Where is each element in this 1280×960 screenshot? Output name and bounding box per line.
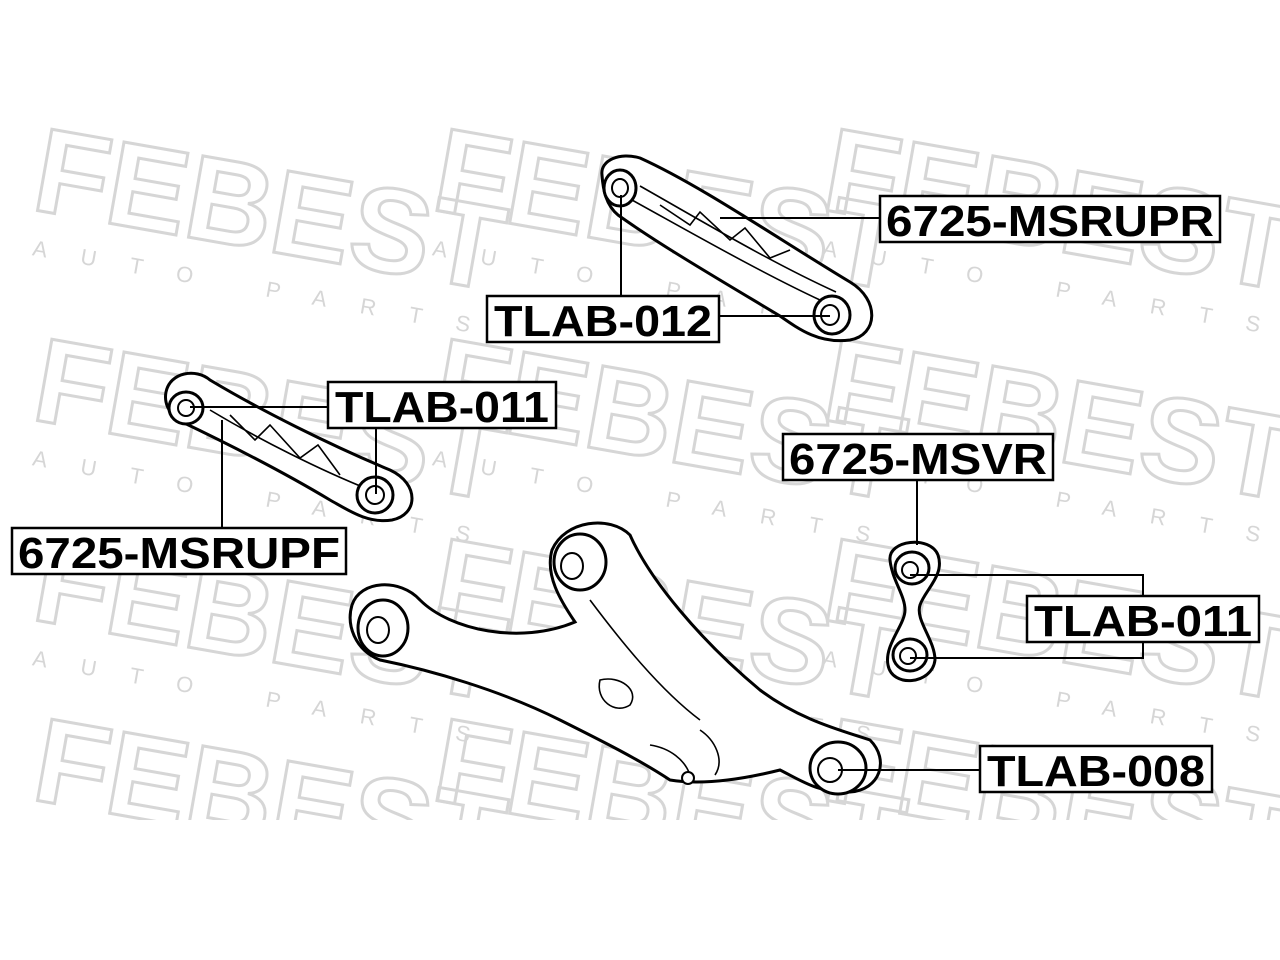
label-tlab-012[interactable]: TLAB-012 xyxy=(485,294,721,346)
label-tlab-008[interactable]: TLAB-008 xyxy=(978,744,1214,796)
label-text: TLAB-012 xyxy=(494,297,712,346)
label-text: 6725-MSVR xyxy=(789,435,1047,484)
label-box xyxy=(326,380,558,430)
label-tlab-011-left[interactable]: TLAB-011 xyxy=(326,380,558,432)
leader-lines xyxy=(190,195,1144,771)
label-box xyxy=(485,294,721,344)
upper-rear-arm-drawing xyxy=(600,154,874,343)
label-box xyxy=(781,432,1055,482)
label-6725-msrupr[interactable]: 6725-MSRUPR xyxy=(878,194,1222,246)
label-text: 6725-MSRUPR xyxy=(886,197,1214,246)
label-text: 6725-MSRUPF xyxy=(18,529,340,578)
bottom-mask xyxy=(0,820,1280,960)
leader-tlab011-right-top xyxy=(910,574,1144,596)
label-tlab-011-right[interactable]: TLAB-011 xyxy=(1025,594,1261,646)
upper-front-arm-drawing xyxy=(164,371,414,523)
label-text: TLAB-011 xyxy=(335,383,549,432)
label-6725-msvr[interactable]: 6725-MSVR xyxy=(781,432,1055,484)
leader-tlab011-right-bottom xyxy=(910,640,1144,659)
label-text: TLAB-008 xyxy=(987,747,1205,796)
label-box xyxy=(1025,594,1261,644)
label-box xyxy=(978,744,1214,794)
label-box xyxy=(10,526,348,576)
label-box xyxy=(878,194,1222,244)
label-6725-msrupf[interactable]: 6725-MSRUPF xyxy=(10,526,348,578)
part-labels: 6725-MSRUPR TLAB-012 TLAB-011 6725-MSRUP… xyxy=(10,194,1261,796)
lower-control-arm-drawing xyxy=(348,521,882,796)
label-text: TLAB-011 xyxy=(1034,597,1252,646)
